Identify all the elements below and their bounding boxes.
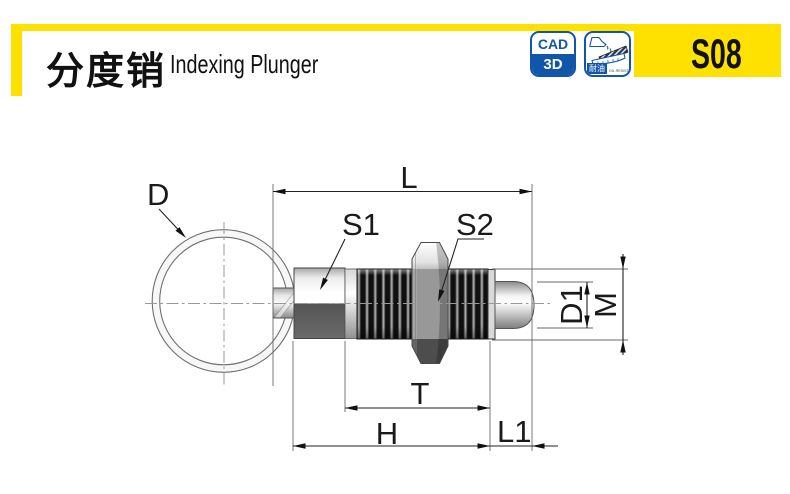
oil-resistant-icon xyxy=(589,36,629,65)
dimension-labels: D L S1 S2 T H L1 D1 M xyxy=(147,160,623,451)
dim-label-S1: S1 xyxy=(342,207,380,242)
model-number: S08 xyxy=(691,30,742,77)
dim-label-S2: S2 xyxy=(456,207,494,242)
oil-resistant-cn-label: 耐油 xyxy=(587,63,607,74)
plunger-body xyxy=(293,267,346,339)
dim-label-H: H xyxy=(376,416,398,451)
oil-resistant-en-label: OIL RESISTANT xyxy=(609,68,631,73)
plunger-pin xyxy=(494,281,535,329)
dimension-lines xyxy=(158,190,624,447)
centerlines xyxy=(145,222,553,386)
page-title-english: Indexing Plunger xyxy=(170,49,319,79)
oil-resistant-badge: 耐油 OIL RESISTANT xyxy=(584,31,631,77)
cad-badge-label: CAD xyxy=(537,35,569,52)
cad-3d-badge-label: 3D xyxy=(532,54,574,75)
page-title-chinese: 分度销 xyxy=(46,51,167,93)
dimension-arrows xyxy=(175,188,626,449)
dim-label-D: D xyxy=(147,177,169,212)
yellow-left-bar xyxy=(11,24,22,96)
cad-3d-badge[interactable]: CAD 3D xyxy=(530,31,576,77)
dim-label-L: L xyxy=(400,160,417,195)
thread-runout xyxy=(487,269,496,340)
dim-label-L1: L1 xyxy=(497,414,531,449)
yellow-top-strip xyxy=(11,24,781,31)
extension-lines xyxy=(272,184,628,451)
dim-label-T: T xyxy=(411,376,430,411)
dim-label-M: M xyxy=(588,292,623,318)
model-number-block: S08 xyxy=(634,30,781,77)
dim-label-D1: D1 xyxy=(554,285,589,325)
